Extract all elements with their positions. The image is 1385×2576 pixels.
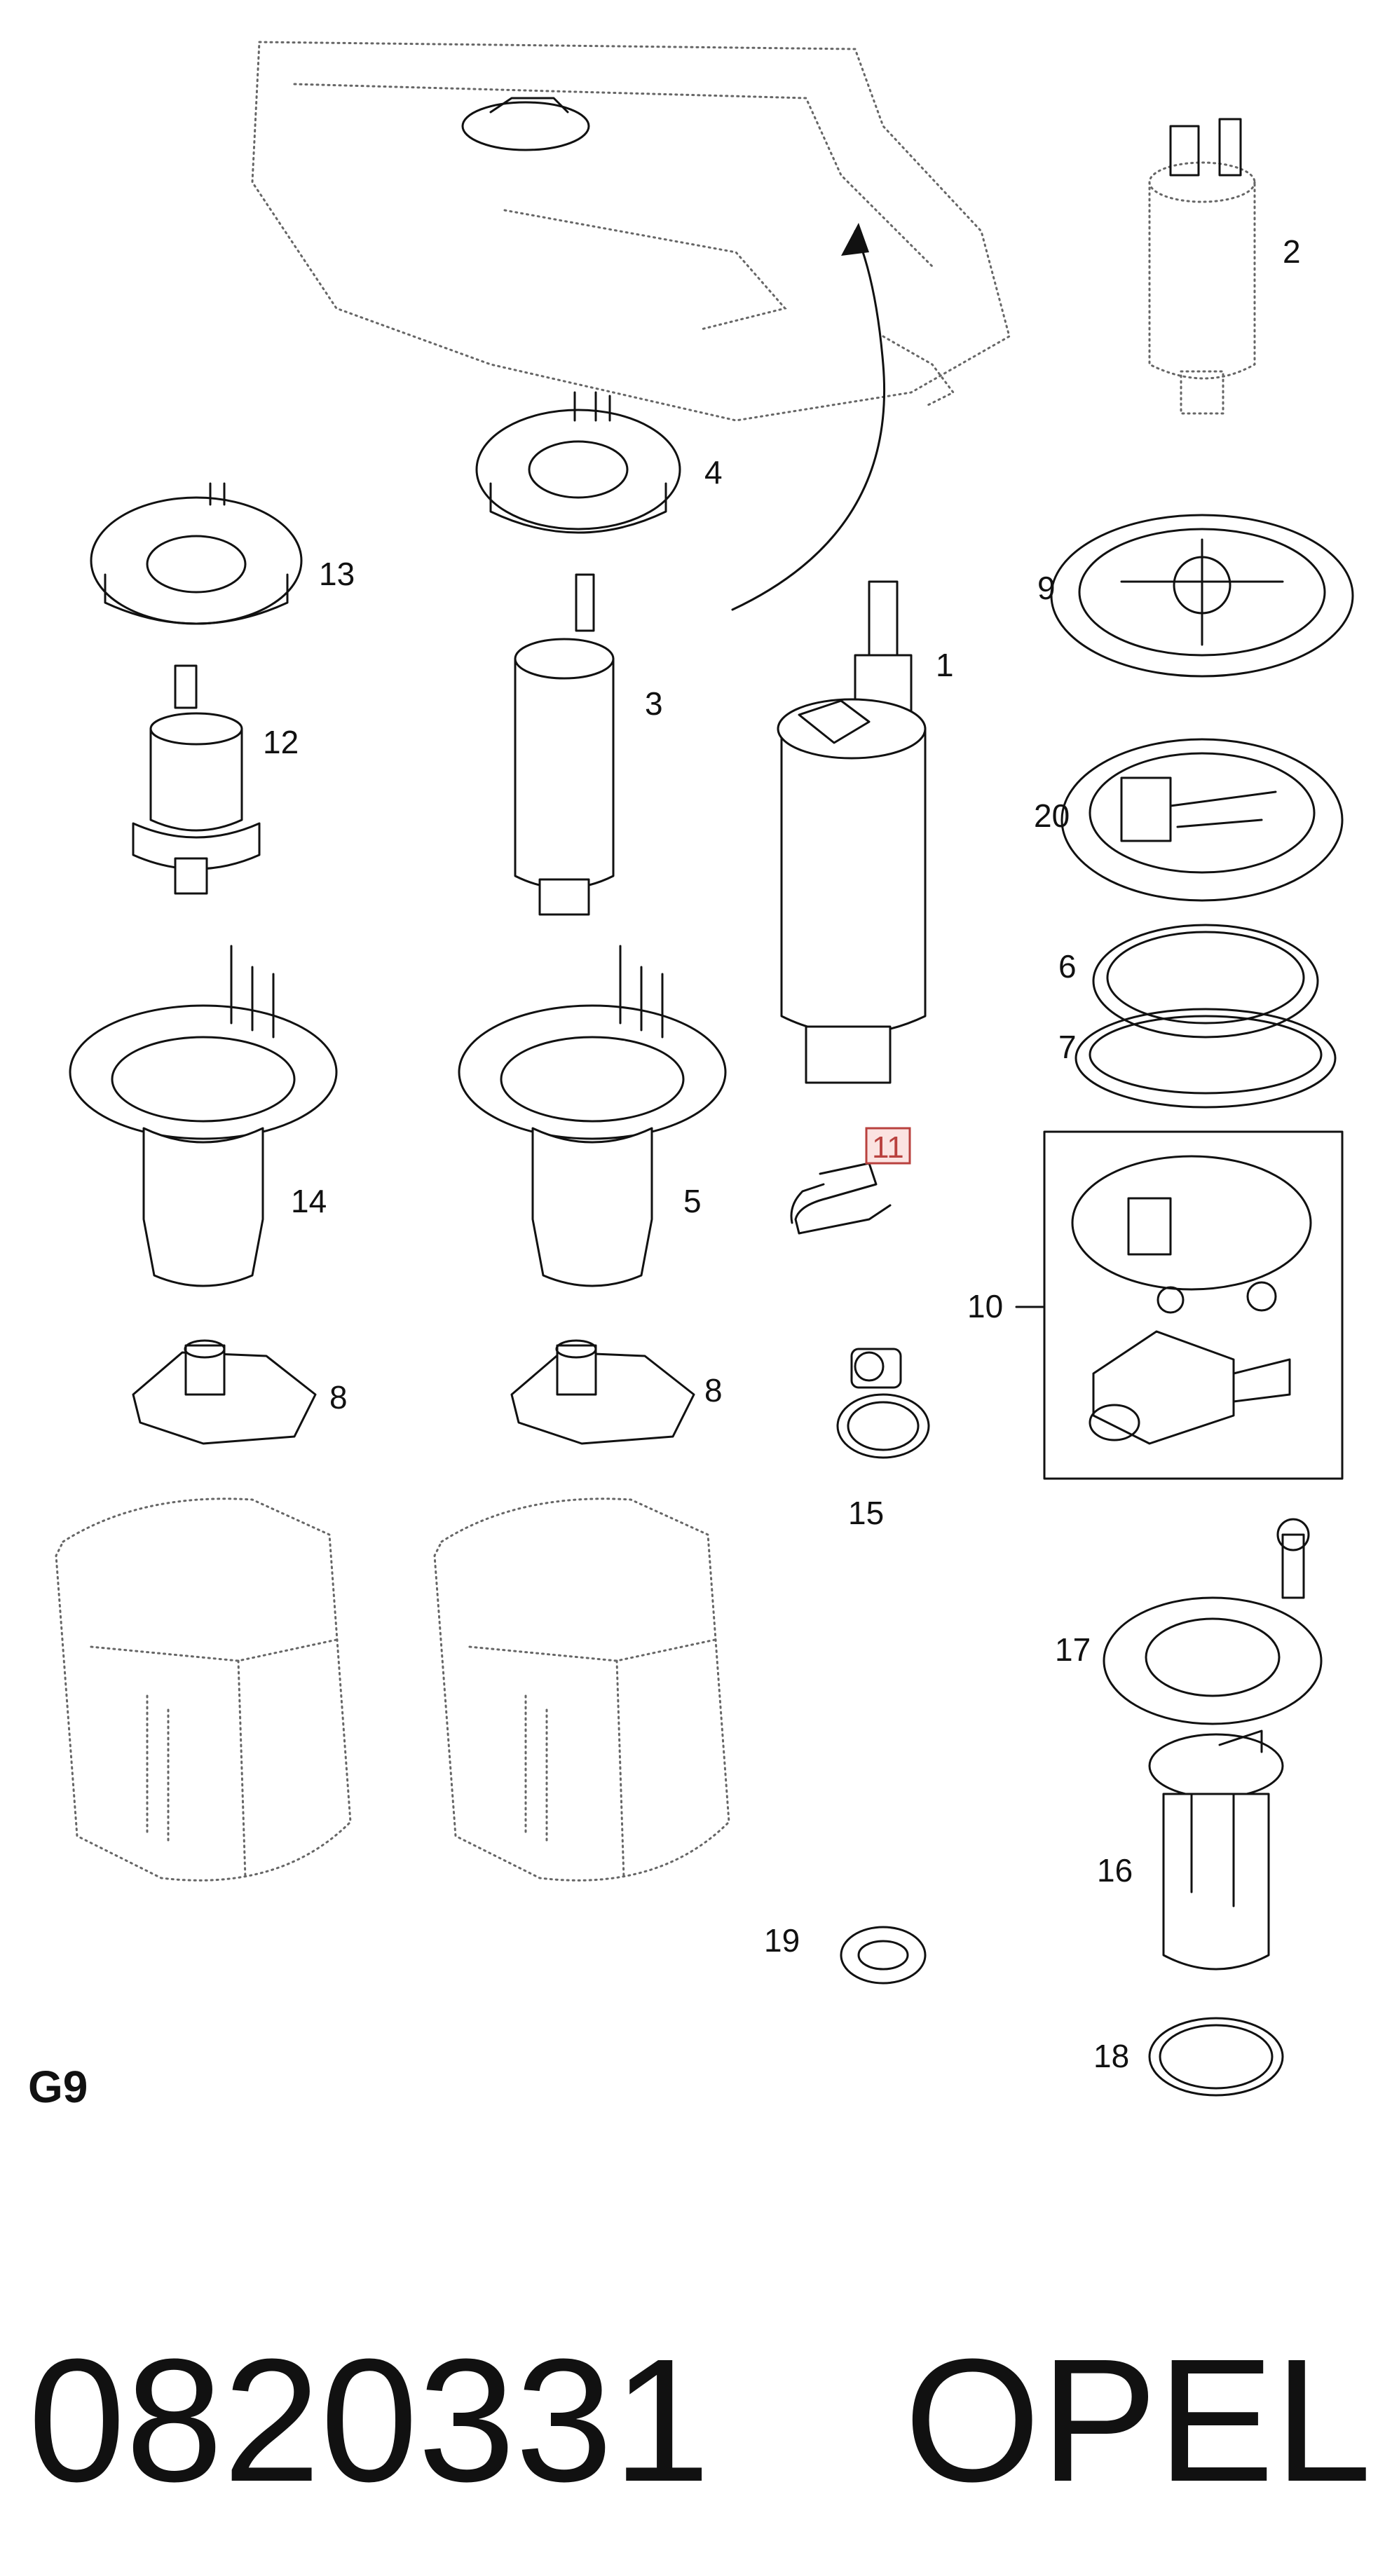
callout-13: 13: [319, 556, 355, 592]
part-13-retainer: [90, 482, 303, 625]
callout-4: 4: [704, 454, 723, 491]
callout-16: 16: [1097, 1852, 1133, 1889]
callout-20: 20: [1034, 797, 1070, 834]
tank-housing-right-ghost: [433, 1498, 730, 1882]
callout-11: 11: [872, 1130, 904, 1165]
callout-2: 2: [1283, 233, 1301, 270]
part-14-reservoir: [69, 945, 338, 1287]
callout-12: 12: [263, 724, 299, 760]
callout-17: 17: [1055, 1631, 1091, 1668]
part-5-reservoir: [458, 945, 727, 1287]
part-8-filter-left: [132, 1339, 317, 1445]
callout-9: 9: [1037, 570, 1056, 606]
part-12-fuel-pump: [132, 664, 261, 895]
callout-11-highlight: [865, 1127, 911, 1165]
section-code: G9: [28, 2062, 88, 2112]
part-11-hose: [790, 1162, 892, 1235]
callout-15: 15: [848, 1495, 884, 1531]
part-10-kit-box: [1043, 1130, 1344, 1480]
callout-1: 1: [936, 647, 954, 683]
tank-housing-left-ghost: [55, 1498, 352, 1882]
callout-3: 3: [645, 685, 663, 722]
part-20-flange-assembly: [1060, 738, 1344, 902]
part-3-fuel-pump: [514, 573, 615, 916]
callout-19: 19: [764, 1922, 800, 1959]
part-18-o-ring: [1148, 2017, 1284, 2097]
fuel-tank-outline: [251, 41, 1011, 422]
part-9-tank-flange: [1050, 514, 1354, 678]
part-4-retainer: [475, 391, 681, 534]
callout-14: 14: [291, 1183, 327, 1219]
part-6-seal-ring: [1092, 924, 1319, 1039]
callout-18: 18: [1093, 2038, 1129, 2074]
part-17-mounting-ring: [1103, 1518, 1323, 1725]
callout-8a: 8: [329, 1379, 348, 1416]
part-16-pump-module: [1148, 1729, 1284, 1971]
callout-7: 7: [1058, 1029, 1077, 1065]
part-1-fuel-pump: [777, 580, 927, 1084]
callout-5: 5: [683, 1183, 702, 1219]
brand-name: OPEL: [904, 2322, 1372, 2518]
part-19-washer: [840, 1926, 927, 1985]
callout-8b: 8: [704, 1372, 723, 1409]
part-15-hose-clamp: [836, 1348, 930, 1459]
part-number: 0820331: [28, 2322, 710, 2518]
part-7-lock-ring: [1074, 1008, 1337, 1109]
part-2-fuel-pump: [1148, 118, 1256, 415]
callout-6: 6: [1058, 948, 1077, 985]
callout-10: 10: [967, 1288, 1003, 1324]
installation-arrow: [731, 223, 886, 611]
part-8-filter-right: [510, 1339, 695, 1445]
